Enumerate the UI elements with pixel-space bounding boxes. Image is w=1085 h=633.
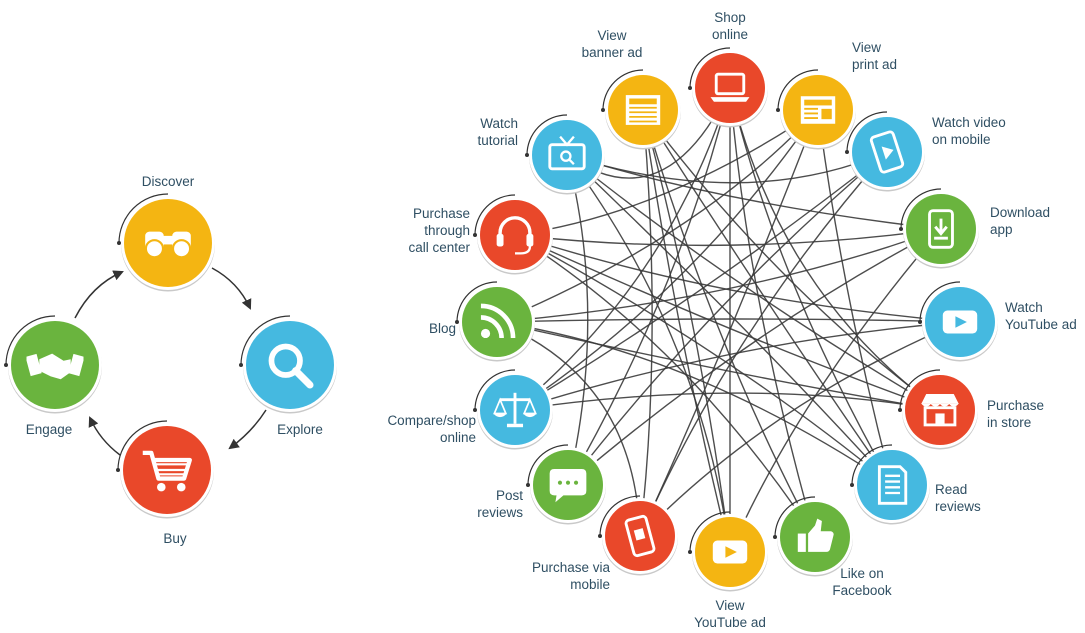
touchpoint-watch-youtube-ad (918, 281, 998, 362)
connection-line-download-app-to-blog (496, 228, 942, 323)
touchpoint-purchase-via-mobile (598, 495, 678, 576)
cycle-label-discover: Discover (142, 174, 195, 189)
cycle-step-discover (117, 193, 215, 292)
connection-line-purchase-in-store-to-watch-tutorial (566, 154, 941, 411)
web-banner-icon (624, 94, 662, 126)
connection-line-view-print-ad-to-purchase-call-center (514, 109, 819, 236)
connection-line-like-on-facebook-to-view-banner-ad (642, 109, 816, 538)
cycle-label-engage: Engage (26, 422, 73, 437)
cycle-step-buy (116, 420, 214, 519)
connection-line-watch-youtube-ad-to-blog (496, 318, 961, 323)
touchpoint-read-reviews (850, 444, 930, 525)
connection-line-download-app-to-view-youtube-ad (729, 228, 942, 553)
connection-lines (496, 87, 961, 553)
connection-line-watch-tutorial-to-download-app (566, 154, 942, 230)
newspaper-icon (799, 95, 837, 125)
touchpoint-shop-online (688, 47, 768, 128)
cycle-label-explore: Explore (277, 422, 323, 437)
connection-line-download-app-to-purchase-call-center (514, 228, 942, 247)
play-icon (942, 310, 978, 334)
cycle-step-engage (4, 315, 102, 414)
cycle-arrow (88, 416, 121, 456)
connection-line-blog-to-purchase-in-store (496, 321, 941, 411)
touchpoint-watch-tutorial (525, 114, 605, 195)
cycle-arrow (228, 409, 267, 450)
touchpoint-like-on-facebook (773, 496, 853, 577)
connection-line-purchase-in-store-to-compare-shop-online (514, 392, 941, 411)
cycle-step-explore (239, 315, 337, 414)
connection-line-purchase-via-mobile-to-view-banner-ad (639, 109, 653, 537)
cycle-arrow (211, 267, 252, 310)
connection-line-purchase-call-center-to-read-reviews (514, 234, 893, 486)
connection-line-view-youtube-ad-to-watch-tutorial (566, 154, 731, 553)
connection-line-purchase-in-store-to-purchase-call-center (514, 234, 941, 411)
touchpoint-label-blog: Blog (429, 321, 456, 336)
connection-line-read-reviews-to-view-banner-ad (642, 109, 893, 486)
connection-line-watch-youtube-ad-to-purchase-call-center (514, 234, 961, 323)
connection-line-purchase-in-store-to-view-banner-ad (642, 109, 941, 411)
connection-line-watch-video-mobile-to-post-reviews (567, 151, 888, 486)
touchpoint-blog (455, 281, 535, 362)
connection-line-watch-video-mobile-to-watch-tutorial (566, 151, 888, 184)
touchpoint-view-print-ad (776, 69, 856, 150)
connection-line-view-print-ad-to-purchase-via-mobile (639, 109, 819, 537)
connection-line-post-reviews-to-watch-tutorial (566, 154, 589, 486)
touchpoint-view-banner-ad (601, 69, 681, 150)
connection-line-compare-shop-online-to-watch-youtube-ad (514, 321, 961, 411)
connection-line-shop-online-to-compare-shop-online (514, 87, 731, 411)
connection-line-read-reviews-to-watch-tutorial (566, 154, 893, 486)
touchpoint-compare-shop-online (473, 369, 553, 450)
cycle-arrow (74, 270, 124, 319)
connection-line-view-print-ad-to-read-reviews (817, 109, 893, 486)
connection-line-watch-youtube-ad-to-purchase-via-mobile (639, 321, 961, 537)
cycle-label-buy: Buy (163, 531, 187, 546)
touchpoint-view-youtube-ad (688, 511, 768, 592)
touchpoint-download-app (899, 188, 979, 269)
touchpoint-purchase-in-store (898, 369, 978, 450)
touchpoint-purchase-call-center (473, 194, 553, 275)
connection-line-download-app-to-post-reviews (567, 228, 942, 486)
connection-line-shop-online-to-post-reviews (567, 87, 731, 486)
touchpoint-post-reviews (526, 444, 606, 525)
connection-line-read-reviews-to-blog (496, 321, 893, 486)
connection-line-view-banner-ad-to-view-youtube-ad (642, 109, 731, 553)
connection-line-view-print-ad-to-blog (496, 109, 819, 323)
touchpoint-watch-video-mobile (845, 111, 925, 192)
play-icon (712, 540, 748, 564)
connection-line-shop-online-to-like-on-facebook (729, 87, 816, 538)
connection-line-compare-shop-online-to-view-print-ad (514, 109, 819, 411)
